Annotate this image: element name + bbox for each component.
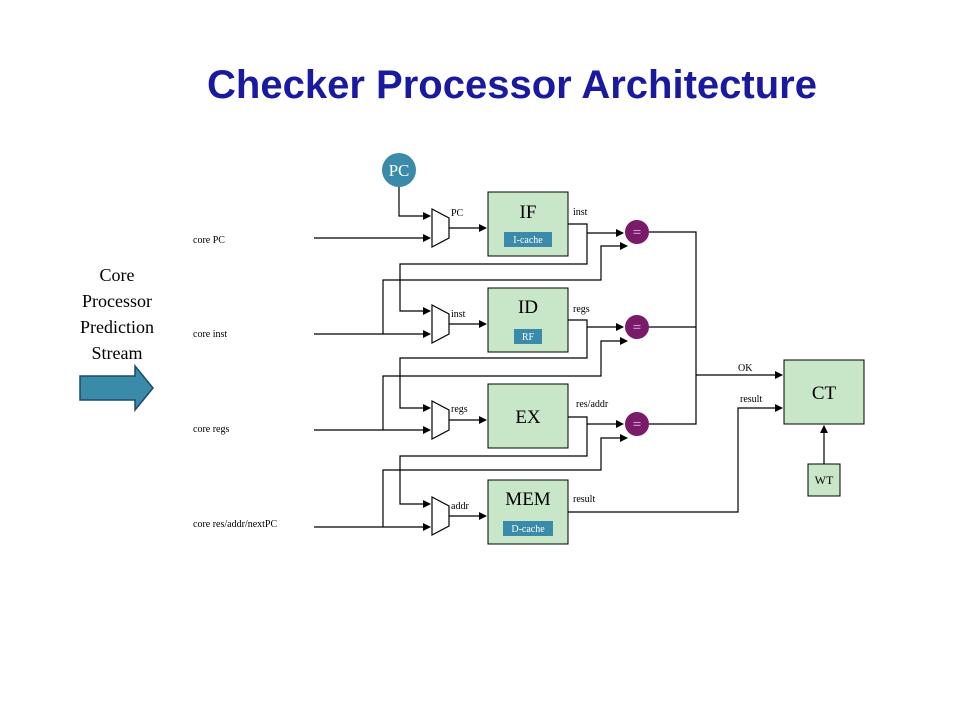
pc-register: [382, 153, 416, 187]
comparator-if: [625, 220, 649, 244]
wire-if-to-cmp: [568, 223, 624, 237]
comparator-ex-label: =: [633, 417, 641, 433]
mux-id-label: inst: [451, 309, 466, 320]
side-label-line-2: Processor: [82, 291, 152, 311]
stage-ex-label: EX: [515, 407, 541, 428]
mux-ex-label: regs: [451, 404, 468, 415]
wire-cmp-bus: [649, 231, 697, 425]
stage-if-label: IF: [520, 202, 537, 223]
wire-id-to-cmp: [568, 319, 624, 331]
wire-pc-to-mux: [398, 187, 431, 220]
ct-unit: [783, 359, 865, 425]
comparator-id: [625, 315, 649, 339]
output-ex-label: res/addr: [576, 399, 609, 410]
wire-if-feedback: [399, 233, 588, 315]
dcache-chip-label: D-cache: [511, 524, 545, 535]
side-label-line-3: Prediction: [80, 317, 154, 337]
wire-core-regs-to-cmp: [382, 337, 628, 430]
stage-ex: [487, 383, 569, 449]
input-core-regs-label: core regs: [193, 424, 229, 435]
wt-unit: [807, 463, 841, 497]
wire-ex-to-cmp: [568, 416, 624, 428]
icache-chip-label: I-cache: [513, 235, 543, 246]
comparator-if-label: =: [633, 225, 641, 241]
input-core-inst-label: core inst: [193, 329, 227, 340]
page-title: Checker Processor Architecture: [207, 63, 817, 107]
ct-ok-label: OK: [738, 363, 753, 374]
pc-register-label: PC: [389, 161, 410, 180]
rf-chip: [514, 329, 542, 344]
wire-result-to-ct: [568, 404, 783, 513]
mux-mem-label: addr: [451, 501, 469, 512]
output-if-label: inst: [573, 207, 588, 218]
wire-core-inst-to-cmp: [382, 242, 628, 334]
wire-ex-feedback: [399, 424, 588, 508]
input-core-pc-label: core PC: [193, 235, 225, 246]
mux-mem: [431, 496, 450, 536]
input-core-res-label: core res/addr/nextPC: [193, 519, 277, 530]
mux-ex: [431, 400, 450, 440]
dcache-chip: [503, 521, 553, 536]
output-mem-label: result: [573, 494, 595, 505]
mux-id: [431, 304, 450, 344]
ct-result-label: result: [740, 394, 762, 405]
wire-id-feedback: [399, 327, 588, 412]
comparator-id-label: =: [633, 320, 641, 336]
ct-unit-label: CT: [812, 383, 837, 404]
rf-chip-label: RF: [522, 332, 535, 343]
side-label-line-4: Stream: [92, 343, 143, 363]
mux-if-label: PC: [451, 208, 464, 219]
stage-id-label: ID: [518, 297, 538, 318]
side-label-line-1: Core: [100, 265, 135, 285]
stage-mem-label: MEM: [505, 489, 551, 510]
wire-core-res-to-cmp: [382, 434, 628, 527]
mux-if: [431, 208, 450, 248]
comparator-ex: [625, 412, 649, 436]
stream-arrow-icon: [79, 363, 154, 413]
wt-unit-label: WT: [815, 473, 834, 487]
icache-chip: [504, 232, 552, 247]
output-id-label: regs: [573, 304, 590, 315]
